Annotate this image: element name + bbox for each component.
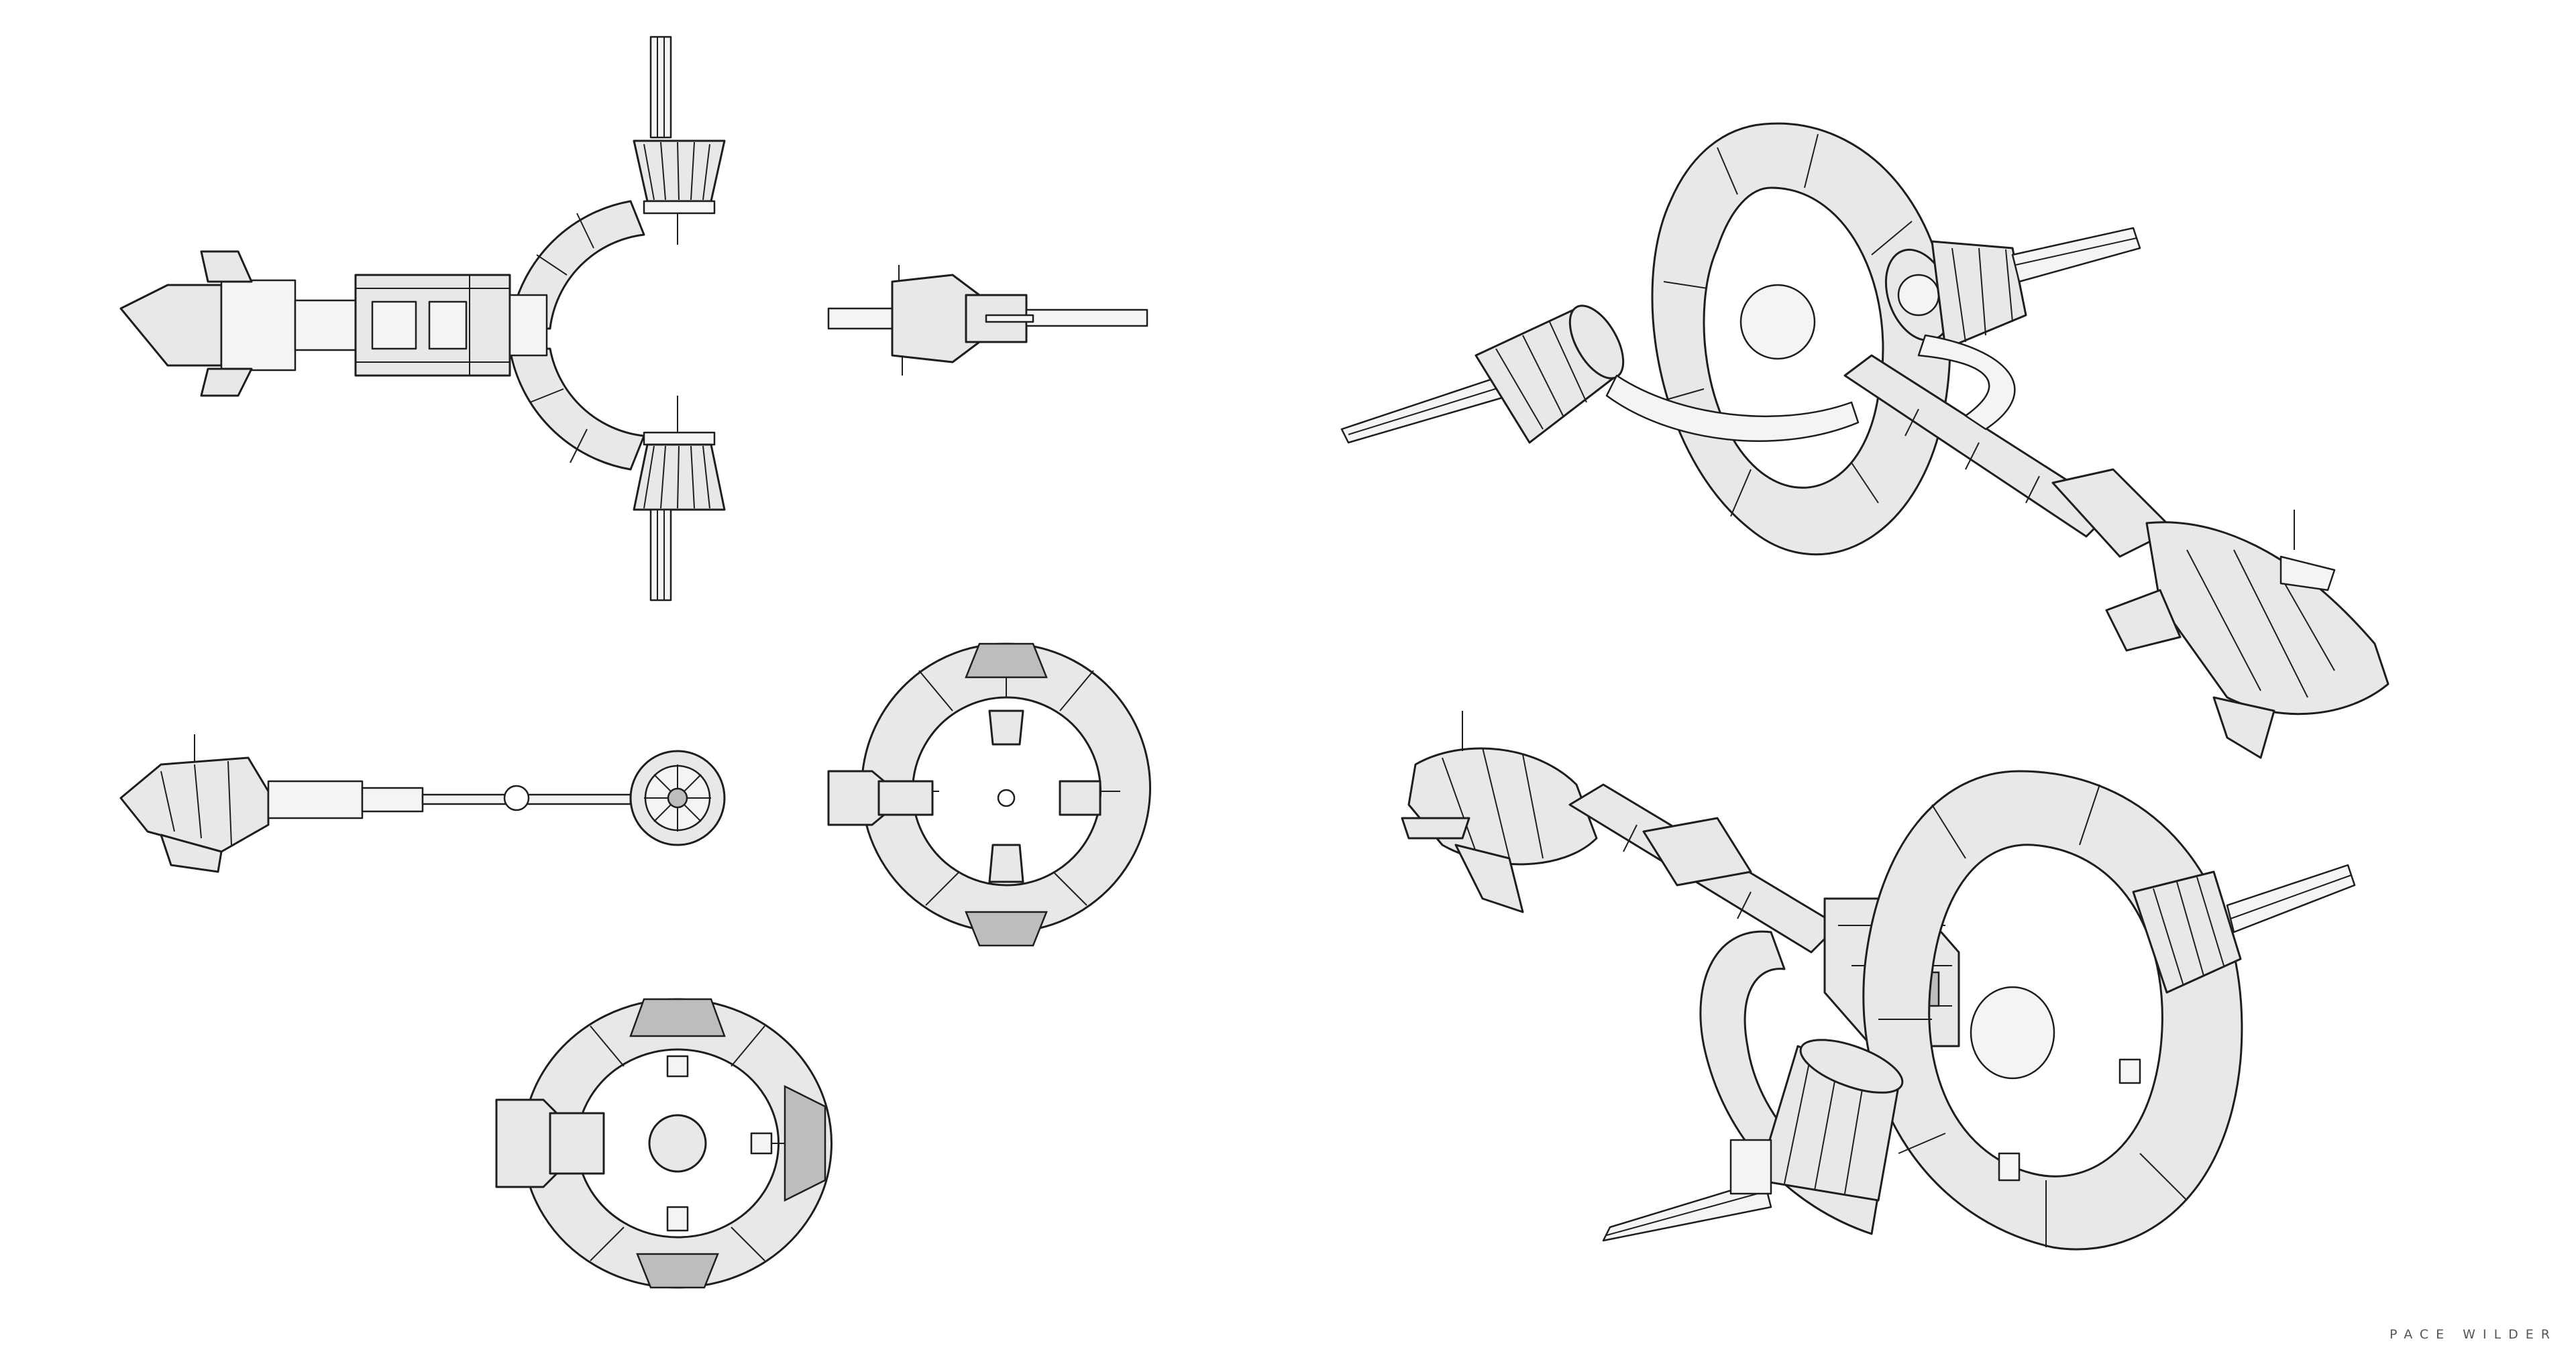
artist-signature: PACE WILDER [2389, 1327, 2557, 1342]
perspective-upper-right-engine [1884, 227, 2141, 350]
top-view-spine [119, 250, 548, 397]
perspective-lower-left-engine [1602, 1039, 1904, 1242]
top-view [119, 36, 726, 602]
ring-rear-view [495, 998, 833, 1289]
side-view [827, 265, 1148, 376]
perspective-view-lower [1401, 711, 2356, 1251]
long-side-view [119, 734, 726, 873]
perspective-upper-left-engine [1340, 304, 1625, 444]
upper-engine-pod [633, 36, 726, 245]
perspective-lower-right-engine [2132, 864, 2356, 994]
ring-front-view [827, 642, 1151, 947]
lower-engine-pod [633, 396, 726, 602]
perspective-view-upper [1340, 122, 2390, 759]
